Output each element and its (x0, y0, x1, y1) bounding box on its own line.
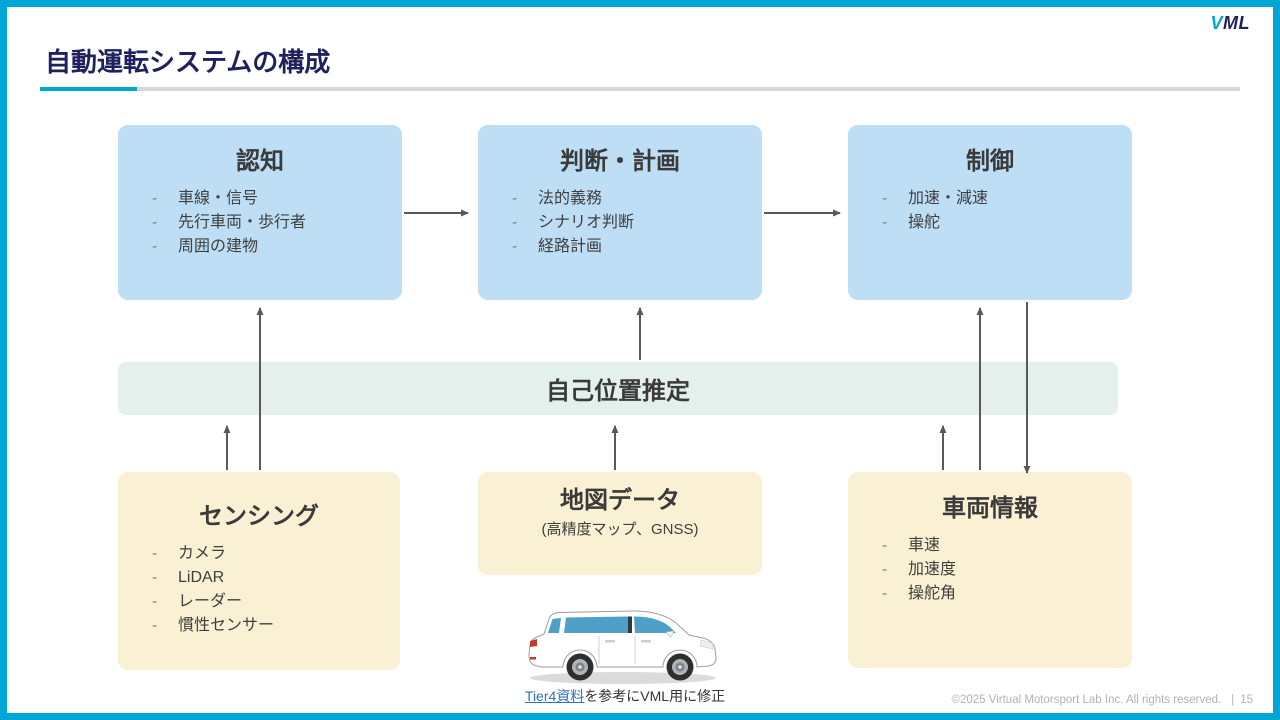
bullet-dash: - (882, 190, 888, 207)
bullet-text: レーダー (178, 593, 243, 610)
box-recognition: 認知 - 車線・信号 - 先行車両・歩行者 - 周囲の建物 (118, 125, 402, 300)
box-recognition-list: - 車線・信号 - 先行車両・歩行者 - 周囲の建物 (118, 187, 402, 259)
bullet-text: 周囲の建物 (178, 238, 259, 255)
box-control-list: - 加速・減速 - 操舵 (848, 187, 1132, 235)
bullet-text: 操舵角 (908, 585, 957, 602)
car-mirror (665, 630, 675, 639)
car-window-mid (564, 616, 631, 633)
source-note-text: を参考にVML用に修正 (584, 688, 726, 704)
list-item: - 先行車両・歩行者 (152, 211, 402, 235)
bullet-dash: - (152, 545, 158, 562)
bullet-text: 加速・減速 (908, 190, 989, 207)
copyright-text: ©2025 Virtual Motorsport Lab Inc. All ri… (951, 694, 1222, 706)
box-control-title: 制御 (966, 148, 1014, 175)
car-window-rear (548, 618, 561, 633)
title-underline-accent (40, 87, 137, 91)
list-item: - 慣性センサー (152, 614, 400, 638)
box-vehicle-info-list: - 車速 - 加速度 - 操舵角 (848, 534, 1132, 606)
car-window-front (634, 616, 676, 633)
box-map-data: 地図データ (高精度マップ、GNSS) (478, 472, 762, 575)
bullet-dash: - (152, 569, 158, 586)
list-item: - 車線・信号 (152, 187, 402, 211)
list-item: - LiDAR (152, 566, 400, 590)
source-note: Tier4資料を参考にVML用に修正 (485, 686, 765, 706)
list-item: - シナリオ判断 (512, 211, 762, 235)
list-item: - 操舵 (882, 211, 1132, 235)
copyright: ©2025 Virtual Motorsport Lab Inc. All ri… (952, 694, 1254, 706)
vml-logo: VML (1210, 13, 1250, 34)
source-link[interactable]: Tier4資料 (524, 688, 585, 704)
box-vehicle-info: 車両情報 - 車速 - 加速度 - 操舵角 (848, 472, 1132, 668)
bullet-dash: - (152, 593, 158, 610)
logo-v: V (1210, 13, 1223, 33)
bullet-dash: - (152, 190, 158, 207)
car-reflector (530, 657, 536, 660)
bullet-dash: - (152, 617, 158, 634)
bullet-dash: - (152, 214, 158, 231)
box-planning-list: - 法的義務 - シナリオ判断 - 経路計画 (478, 187, 762, 259)
car-door-handle (641, 640, 651, 643)
bullet-text: LiDAR (178, 569, 225, 586)
box-planning-title: 判断・計画 (560, 148, 680, 175)
bullet-text: 加速度 (908, 561, 957, 578)
bullet-dash: - (882, 214, 888, 231)
logo-ml: ML (1223, 13, 1250, 33)
bullet-dash: - (152, 238, 158, 255)
bullet-dash: - (512, 190, 518, 207)
box-map-data-subtitle: (高精度マップ、GNSS) (541, 521, 699, 538)
box-map-data-title: 地図データ (560, 487, 680, 514)
bullet-text: 法的義務 (538, 190, 603, 207)
bullet-text: 操舵 (908, 214, 941, 231)
list-item: - 加速・減速 (882, 187, 1132, 211)
bullet-text: 慣性センサー (178, 617, 275, 634)
list-item: - 周囲の建物 (152, 235, 402, 259)
bullet-dash: - (882, 585, 888, 602)
box-sensing-title: センシング (199, 503, 319, 530)
car-pillar (628, 616, 632, 633)
band-localization-label: 自己位置推定 (546, 378, 690, 405)
car-taillight (530, 639, 537, 647)
box-sensing-list: - カメラ - LiDAR - レーダー - 慣性センサー (118, 542, 400, 638)
box-sensing: センシング - カメラ - LiDAR - レーダー - 慣性センサー (118, 472, 400, 670)
box-planning: 判断・計画 - 法的義務 - シナリオ判断 - 経路計画 (478, 125, 762, 300)
car-door-handle (605, 640, 615, 643)
box-vehicle-info-title: 車両情報 (942, 495, 1038, 522)
title-underline (40, 87, 1240, 91)
car-illustration (517, 603, 732, 688)
list-item: - レーダー (152, 590, 400, 614)
page-number: 15 (1240, 694, 1253, 706)
bullet-text: 経路計画 (538, 238, 603, 255)
list-item: - 車速 (882, 534, 1132, 558)
bullet-text: シナリオ判断 (538, 214, 635, 231)
bullet-dash: - (512, 214, 518, 231)
copyright-divider: | (1231, 694, 1235, 706)
bullet-text: カメラ (178, 545, 227, 562)
bullet-text: 車線・信号 (178, 190, 259, 207)
list-item: - 操舵角 (882, 582, 1132, 606)
car-wheel-front (666, 653, 694, 681)
box-recognition-title: 認知 (236, 148, 284, 175)
bullet-text: 車速 (908, 537, 941, 554)
bullet-dash: - (512, 238, 518, 255)
bullet-dash: - (882, 561, 888, 578)
list-item: - 加速度 (882, 558, 1132, 582)
page-title: 自動運転システムの構成 (45, 47, 331, 77)
car-wheel-rear (566, 653, 594, 681)
box-control: 制御 - 加速・減速 - 操舵 (848, 125, 1132, 300)
list-item: - カメラ (152, 542, 400, 566)
bullet-dash: - (882, 537, 888, 554)
list-item: - 経路計画 (512, 235, 762, 259)
car-headlight (699, 639, 714, 650)
band-localization: 自己位置推定 (118, 362, 1118, 415)
bullet-text: 先行車両・歩行者 (178, 214, 307, 231)
list-item: - 法的義務 (512, 187, 762, 211)
